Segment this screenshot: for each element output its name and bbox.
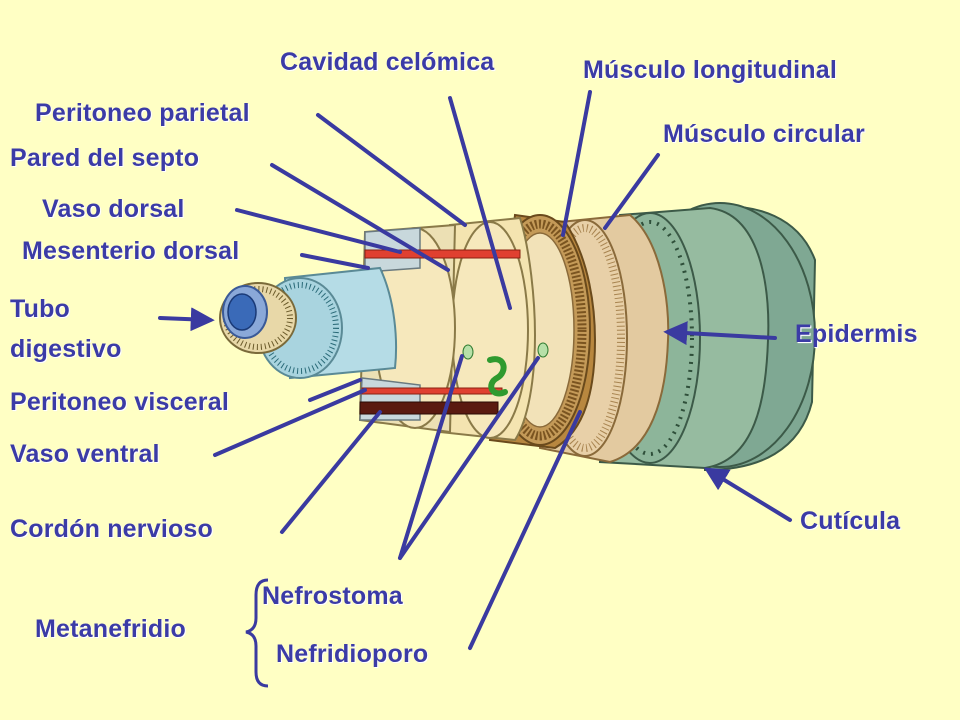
leader-vaso-ventral <box>213 388 367 457</box>
leader-lines <box>158 90 792 650</box>
leader-nefridioporo <box>468 410 582 650</box>
leader-nefrostoma-b <box>398 356 540 560</box>
nerve-cord <box>359 401 499 415</box>
label-cavidad-celomica: Cavidad celómica <box>280 48 495 76</box>
leader-musculo-circular <box>603 153 660 230</box>
label-musculo-longitudinal: Músculo longitudinal <box>583 56 837 84</box>
label-mesenterio-dorsal: Mesenterio dorsal <box>22 237 240 265</box>
label-cuticula: Cutícula <box>800 507 901 535</box>
leader-mesenterio-dorsal <box>300 253 370 270</box>
ventral-vessel <box>361 387 503 395</box>
leader-musculo-longitudinal <box>561 90 592 237</box>
digestive-tube <box>219 266 398 380</box>
dorsal-vessel <box>364 249 521 259</box>
leader-vaso-dorsal <box>235 208 402 254</box>
leader-cavidad-celomica <box>448 96 512 310</box>
coelom-body <box>438 216 537 442</box>
leader-cordon-nervioso <box>280 410 382 534</box>
leader-peritoneo-visceral <box>308 378 362 402</box>
label-musculo-circular: Músculo circular <box>663 120 865 148</box>
metanefridio-brace <box>245 578 269 688</box>
label-epidermis: Epidermis <box>795 320 918 348</box>
label-peritoneo-visceral: Peritoneo visceral <box>10 388 229 416</box>
label-nefrostoma: Nefrostoma <box>262 582 403 610</box>
leader-epidermis <box>663 321 777 346</box>
label-digestivo: digestivo <box>10 335 122 363</box>
label-peritoneo-parietal: Peritoneo parietal <box>35 99 250 127</box>
leader-cuticula <box>703 467 792 522</box>
leader-tubo-digestivo <box>158 307 215 332</box>
label-nefridioporo: Nefridioporo <box>276 640 429 668</box>
label-tubo: Tubo <box>10 295 71 323</box>
label-vaso-ventral: Vaso ventral <box>10 440 160 468</box>
metanephridium-organ <box>462 342 549 397</box>
label-vaso-dorsal: Vaso dorsal <box>42 195 185 223</box>
label-cordon-nervioso: Cordón nervioso <box>10 515 214 543</box>
leader-peritoneo-parietal <box>316 113 467 227</box>
label-pared-septo: Pared del septo <box>10 144 200 172</box>
septum-region <box>358 223 457 434</box>
label-metanefridio: Metanefridio <box>35 615 187 643</box>
leader-pared-septo <box>270 163 450 272</box>
leader-nefrostoma-a <box>398 354 464 560</box>
